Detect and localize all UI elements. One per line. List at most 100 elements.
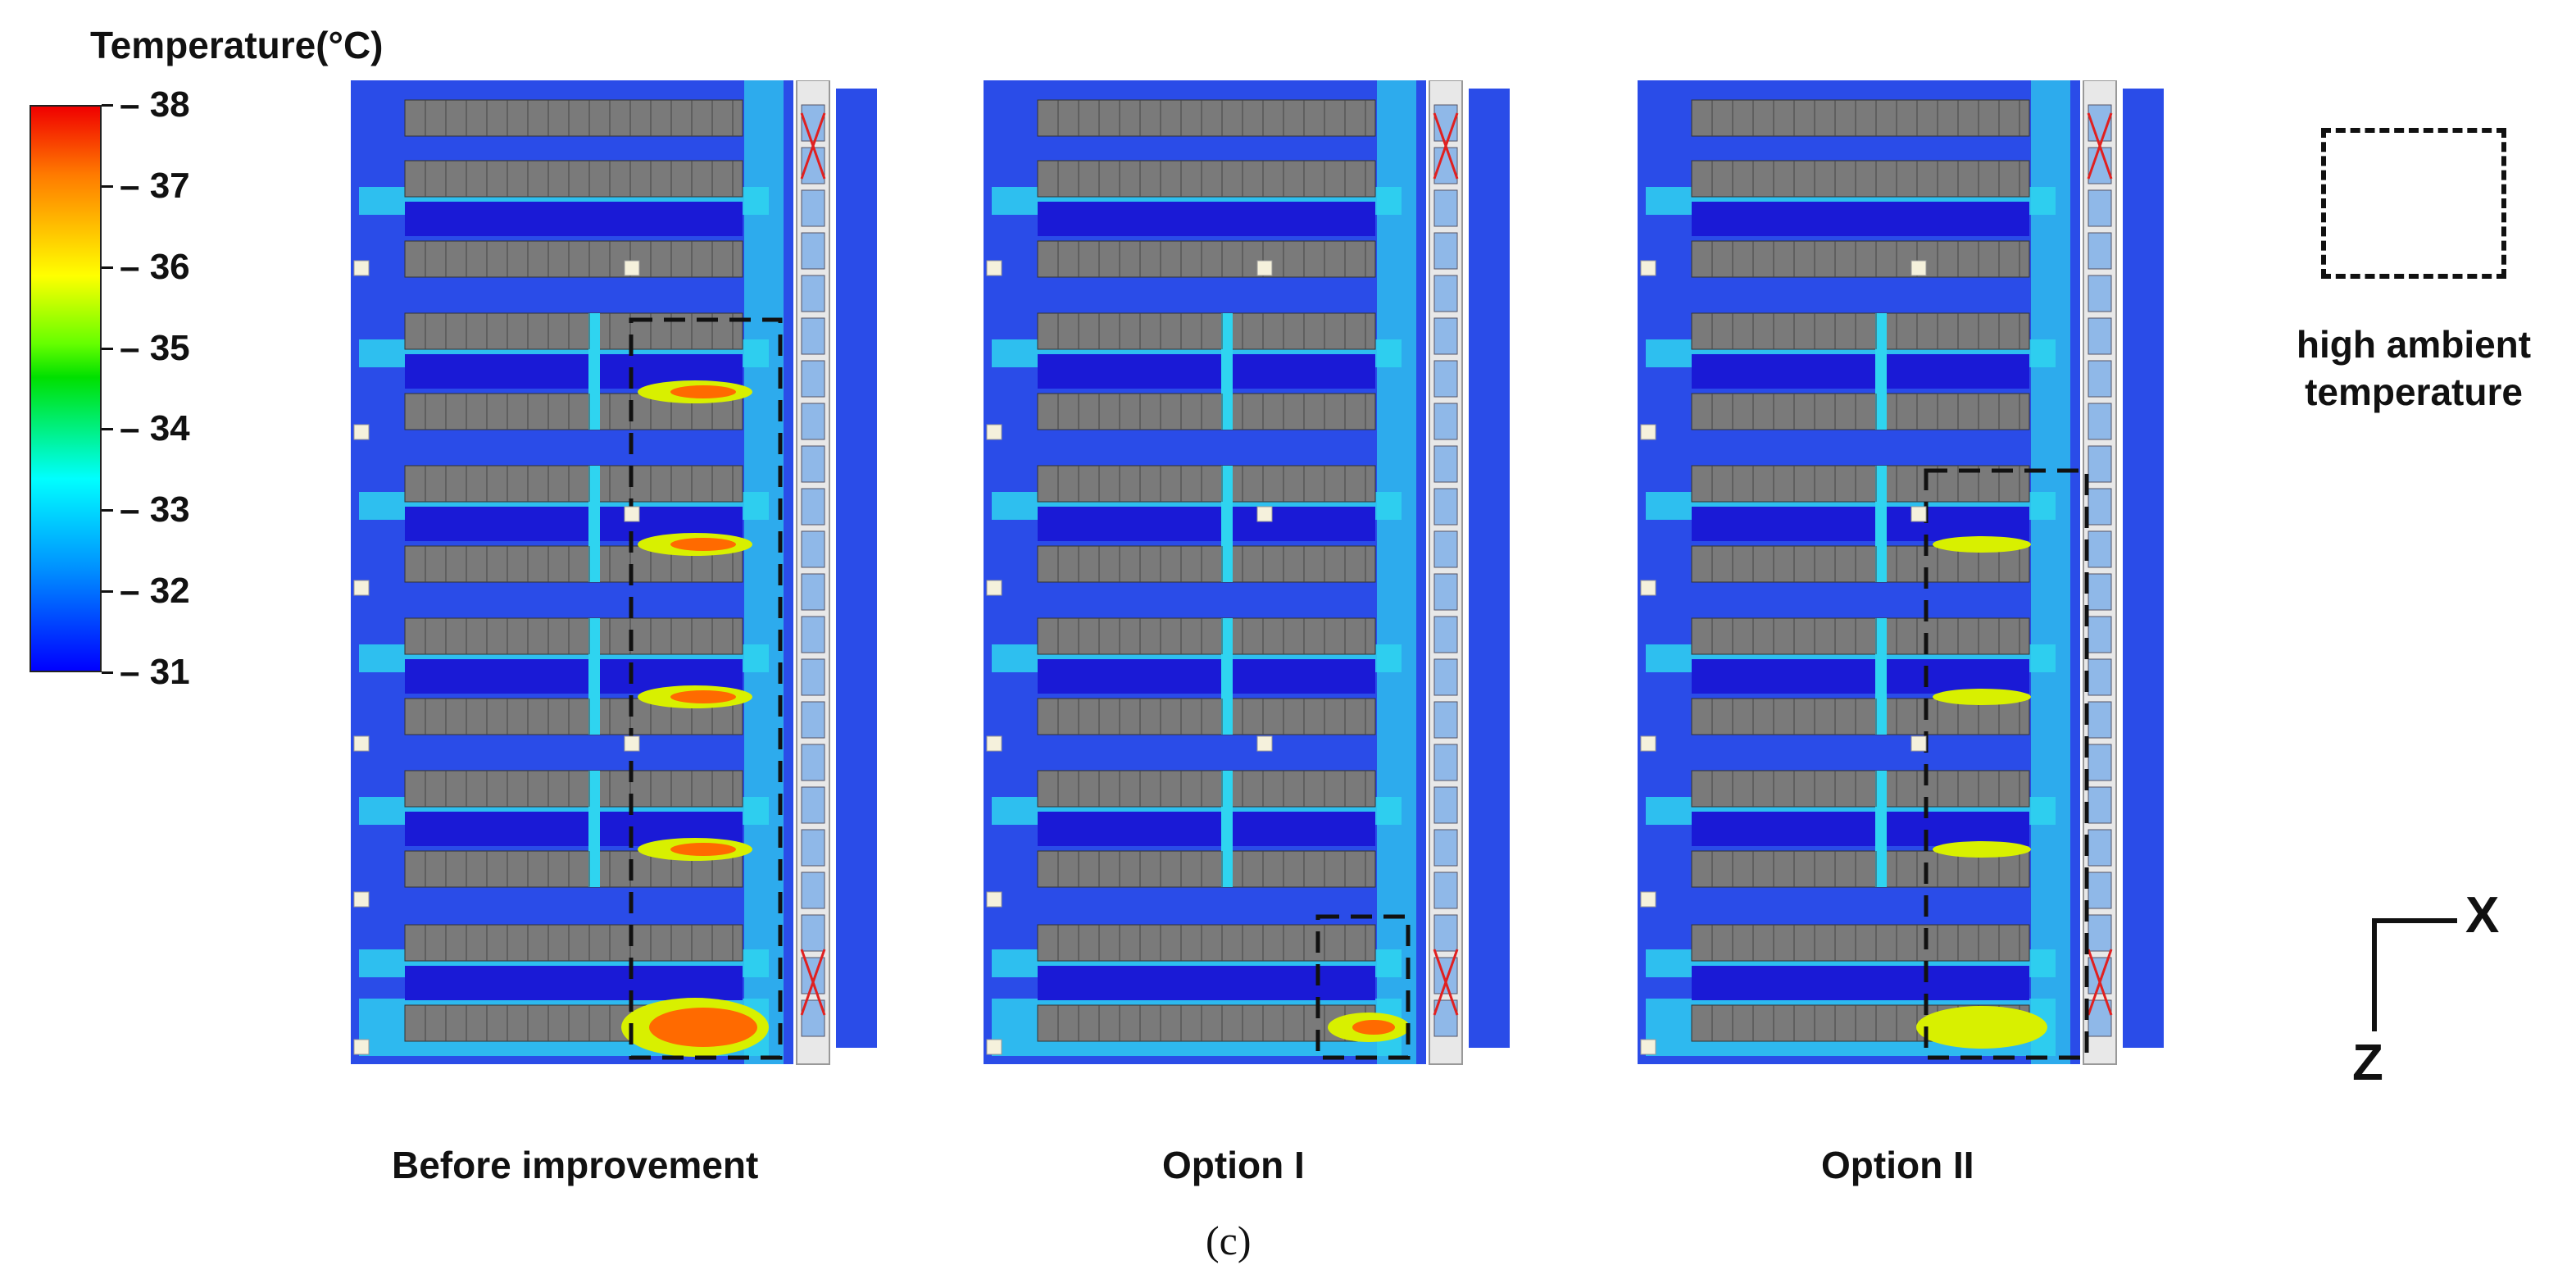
rack-gap bbox=[588, 466, 600, 582]
rack-row bbox=[1691, 617, 2030, 655]
high-temperature-key-box bbox=[2321, 128, 2506, 279]
crac-unit bbox=[2088, 403, 2112, 440]
crac-unit bbox=[2088, 189, 2112, 227]
rack-row bbox=[1037, 312, 1376, 350]
pillar bbox=[624, 735, 640, 752]
hot-spot bbox=[1933, 536, 2031, 553]
rack-row bbox=[404, 770, 743, 808]
crac-unit bbox=[2088, 658, 2112, 696]
disabled-unit-mark bbox=[2087, 949, 2113, 1016]
crac-unit bbox=[1433, 914, 1458, 952]
disabled-unit-mark bbox=[800, 949, 826, 1016]
key-label-line-1: high ambient bbox=[2296, 323, 2532, 366]
crac-unit bbox=[2088, 317, 2112, 355]
rack-row bbox=[1037, 465, 1376, 503]
cold-aisle bbox=[1692, 202, 2029, 236]
hot-spot bbox=[670, 690, 736, 703]
rack-row bbox=[404, 924, 743, 962]
rack-gap bbox=[1875, 466, 1887, 582]
colorbar-tick-label: – 35 bbox=[120, 327, 190, 368]
pillar bbox=[1640, 1039, 1656, 1055]
crac-unit bbox=[2088, 914, 2112, 952]
rack-gap bbox=[588, 771, 600, 887]
rack-row bbox=[1037, 698, 1376, 735]
colorbar-tick bbox=[102, 266, 113, 269]
airflow-band bbox=[2031, 80, 2070, 1064]
crac-unit bbox=[1433, 872, 1458, 909]
disabled-unit-mark bbox=[800, 112, 826, 180]
rack-gap bbox=[1875, 313, 1887, 430]
pillar bbox=[353, 260, 370, 276]
pillar bbox=[986, 1039, 1002, 1055]
caption-option-1: Option I bbox=[1162, 1144, 1305, 1186]
crac-unit bbox=[2088, 232, 2112, 270]
rack-row bbox=[1037, 850, 1376, 888]
pillar bbox=[986, 260, 1002, 276]
rack-row bbox=[1037, 160, 1376, 198]
thermal-map bbox=[1638, 80, 2164, 1065]
crac-unit bbox=[1433, 403, 1458, 440]
crac-unit bbox=[1433, 658, 1458, 696]
panel-option-2 bbox=[1638, 80, 2175, 1122]
rack-row bbox=[1691, 160, 2030, 198]
rack-gap bbox=[1221, 466, 1233, 582]
colorbar-tick bbox=[102, 347, 113, 350]
crac-unit bbox=[1433, 189, 1458, 227]
rack-row bbox=[1691, 770, 2030, 808]
disabled-unit-mark bbox=[1433, 112, 1459, 180]
crac-unit bbox=[1433, 829, 1458, 867]
cold-aisle bbox=[1692, 966, 2029, 1000]
pillar bbox=[353, 735, 370, 752]
caption-option-2: Option II bbox=[1821, 1144, 1974, 1186]
hot-spot bbox=[1933, 689, 2031, 705]
rack-row bbox=[404, 160, 743, 198]
pillar bbox=[1256, 260, 1273, 276]
subfigure-label: (c) bbox=[1206, 1217, 1252, 1263]
rack-row bbox=[1691, 698, 2030, 735]
pillar bbox=[1640, 735, 1656, 752]
thermal-map bbox=[984, 80, 1510, 1065]
caption-before-improvement: Before improvement bbox=[392, 1144, 759, 1186]
cold-aisle bbox=[1692, 812, 2029, 846]
rack-row bbox=[404, 312, 743, 350]
colorbar-tick bbox=[102, 104, 113, 107]
hot-spot bbox=[1916, 1006, 2047, 1049]
cold-aisle bbox=[1038, 659, 1375, 694]
supply-strip bbox=[836, 89, 877, 1048]
airflow-band bbox=[744, 80, 784, 1064]
crac-unit bbox=[2088, 445, 2112, 483]
crac-unit bbox=[1433, 616, 1458, 653]
rack-row bbox=[1691, 312, 2030, 350]
supply-strip bbox=[2123, 89, 2164, 1048]
crac-unit bbox=[801, 573, 825, 611]
pillar bbox=[986, 735, 1002, 752]
cold-aisle bbox=[1038, 202, 1375, 236]
colorbar-tick-label: – 31 bbox=[120, 652, 190, 692]
crac-unit bbox=[1433, 317, 1458, 355]
crac-unit bbox=[1433, 360, 1458, 398]
crac-unit bbox=[2088, 616, 2112, 653]
crac-unit bbox=[801, 488, 825, 526]
rack-row bbox=[404, 465, 743, 503]
crac-unit bbox=[2088, 275, 2112, 312]
pillar bbox=[986, 424, 1002, 440]
pillar bbox=[624, 506, 640, 522]
key-label-line-2: temperature bbox=[2305, 370, 2523, 413]
cold-aisle bbox=[1692, 659, 2029, 694]
crac-unit bbox=[2088, 872, 2112, 909]
rack-row bbox=[1691, 850, 2030, 888]
colorbar-tick bbox=[102, 590, 113, 594]
pillar bbox=[353, 891, 370, 908]
z-axis-arrow bbox=[2372, 918, 2377, 1031]
pillar bbox=[1256, 735, 1273, 752]
rack-row bbox=[1691, 393, 2030, 430]
pillar bbox=[353, 424, 370, 440]
x-axis-arrow bbox=[2372, 918, 2457, 923]
crac-unit bbox=[801, 189, 825, 227]
crac-unit bbox=[801, 744, 825, 781]
hot-spot bbox=[670, 843, 736, 856]
crac-unit bbox=[1433, 957, 1458, 994]
hot-spot bbox=[1352, 1020, 1395, 1035]
cold-aisle bbox=[1692, 354, 2029, 389]
supply-strip bbox=[1469, 89, 1510, 1048]
